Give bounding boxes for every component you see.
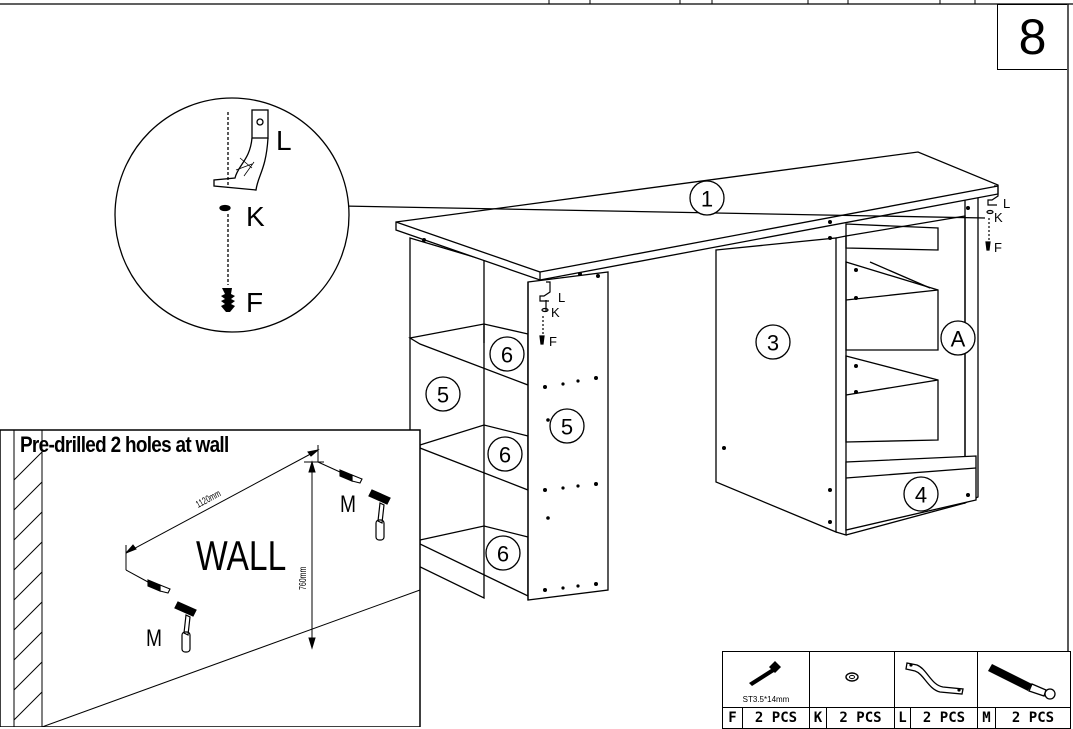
wall-plug-icon — [988, 664, 1056, 700]
bracket-icon — [905, 662, 964, 695]
callout-shelf-middle: 6 — [499, 443, 511, 468]
bracket-left-icon — [539, 281, 551, 345]
side-panel-3 — [715, 237, 837, 533]
wall-hatching — [13, 430, 421, 727]
right-label-k: K — [994, 210, 1003, 225]
part-m-cell — [977, 651, 1071, 708]
part-l-qty: 2 PCS — [910, 707, 978, 729]
part-l-code: L — [894, 707, 911, 729]
dimension-lines — [125, 445, 341, 650]
part-f-spec: ST3.5*14mm — [742, 695, 790, 704]
callout-shelf-lower: 6 — [497, 542, 509, 567]
detail-label-f: F — [246, 287, 263, 318]
anchor-label-left: M — [146, 624, 162, 652]
bracket-right-icon — [985, 185, 999, 251]
right-label-f: F — [994, 240, 1002, 255]
left-label-f: F — [549, 334, 557, 349]
callout-side-panel: 3 — [767, 331, 779, 356]
part-l-cell — [894, 651, 978, 708]
part-k-qty: 2 PCS — [826, 707, 895, 729]
left-label-k: K — [551, 305, 560, 320]
title-block-ticks — [548, 0, 976, 4]
detail-bracket-icon — [213, 109, 269, 285]
detail-leader-line — [341, 205, 986, 219]
hammer-left-icon — [174, 601, 197, 653]
callout-side-outer: 5 — [437, 383, 449, 408]
vertical-dimension: 760mm — [297, 567, 309, 590]
callout-side-inner: 5 — [561, 415, 573, 440]
detail-screw-icon — [221, 288, 235, 312]
detail-label-l: L — [276, 125, 292, 156]
part-f-cell: ST3.5*14mm — [722, 651, 810, 708]
wall-plug-left-icon — [147, 579, 171, 594]
part-m-qty: 2 PCS — [995, 707, 1071, 729]
right-label-l: L — [1003, 196, 1010, 211]
part-f-qty: 2 PCS — [742, 707, 810, 729]
callout-shelf-upper: 6 — [501, 343, 513, 368]
drawer-lower — [845, 355, 939, 443]
wall-label: WALL — [196, 532, 287, 579]
screw-icon — [749, 661, 781, 686]
detail-circle — [114, 97, 350, 333]
part-m-code: M — [977, 707, 996, 729]
wall-plug-right-icon — [339, 469, 363, 484]
step-number-box: 8 — [997, 4, 1067, 70]
desk-drawing — [341, 151, 999, 601]
anchor-label-right: M — [340, 490, 356, 518]
step-number: 8 — [1018, 9, 1047, 65]
parts-list-table: ST3.5*14mm F 2 PCS K 2 PCS L 2 — [722, 651, 1071, 729]
wall-inset-title: Pre-drilled 2 holes at wall — [20, 432, 229, 457]
drawer-strip — [845, 223, 939, 251]
callout-circles — [425, 180, 976, 571]
part-k-cell — [809, 651, 895, 708]
hammer-right-icon — [368, 489, 391, 541]
detail-label-k: K — [246, 201, 265, 232]
callout-drawer-front: 4 — [915, 483, 927, 508]
part-f-code: F — [722, 707, 743, 729]
washer-icon — [845, 672, 859, 682]
part-k-code: K — [809, 707, 827, 729]
callout-door: A — [951, 327, 966, 352]
screw-holes — [422, 206, 970, 592]
callout-top: 1 — [701, 187, 713, 212]
drawer-upper — [845, 261, 939, 351]
left-label-l: L — [558, 290, 565, 305]
